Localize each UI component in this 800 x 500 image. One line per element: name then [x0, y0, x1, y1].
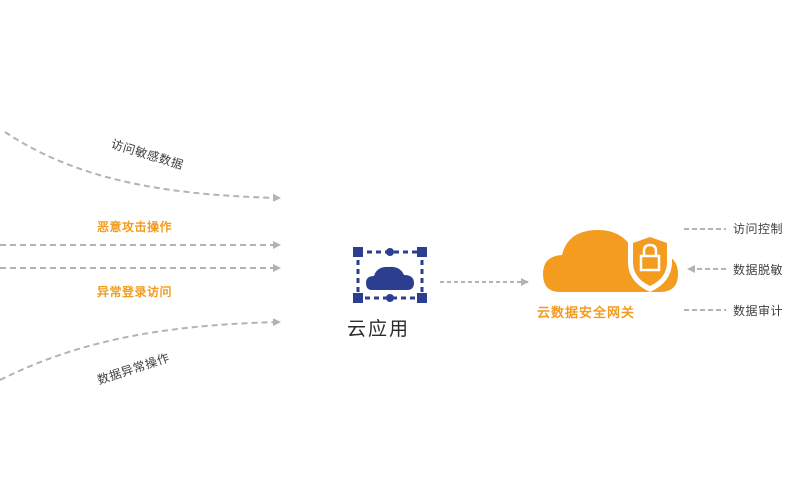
- threat-label-abnormal-login: 异常登录访问: [97, 285, 173, 299]
- cloud-app-icon: [353, 247, 427, 303]
- feature-label-data-audit: 数据审计: [733, 304, 784, 318]
- flow-line-bottom-curve: [0, 318, 281, 381]
- feature-label-access-control: 访问控制: [733, 222, 784, 236]
- flow-line-top-curve: [4, 131, 281, 202]
- cloud-app-label: 云应用: [347, 318, 411, 340]
- feature-label-data-masking: 数据脱敏: [733, 263, 784, 277]
- threat-label-malicious-attack: 恶意攻击操作: [97, 220, 173, 234]
- cloud-shield-icon: [543, 230, 678, 292]
- gateway-label: 云数据安全网关: [537, 306, 636, 321]
